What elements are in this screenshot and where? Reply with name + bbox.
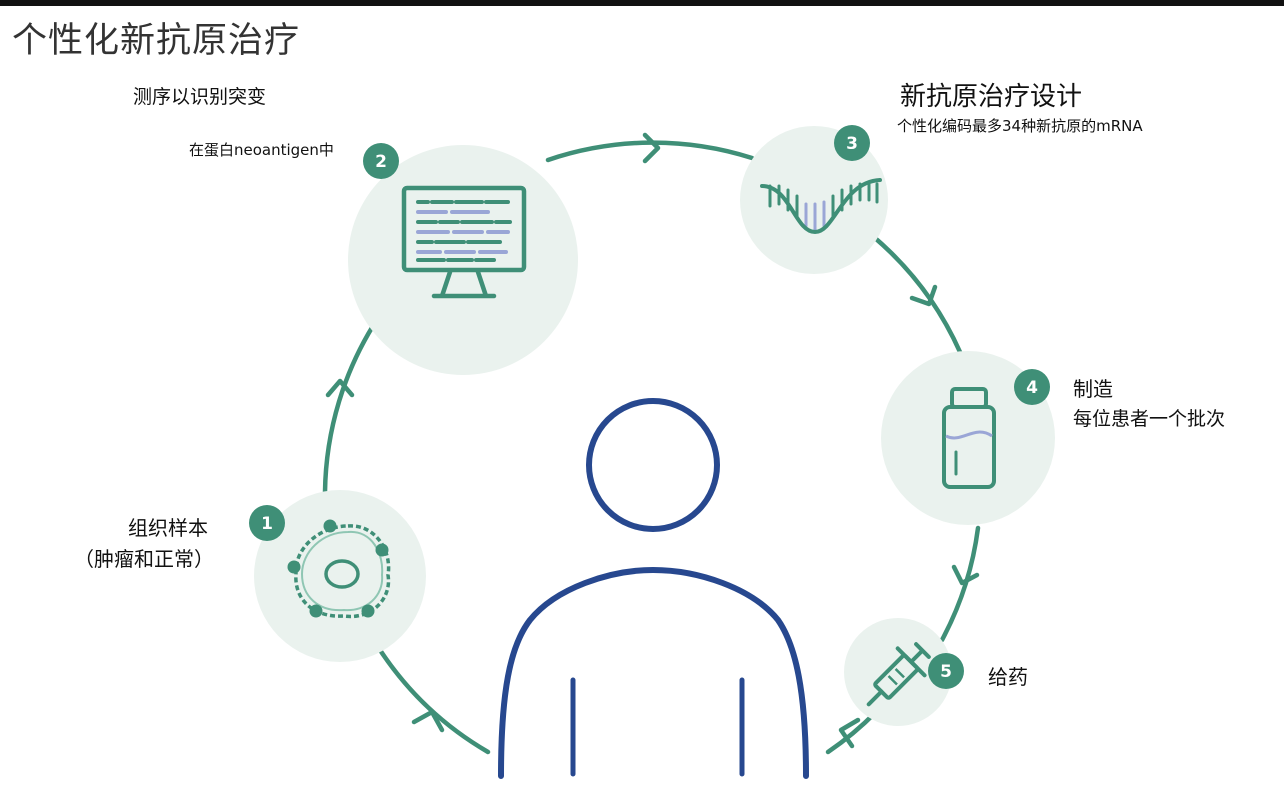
step-3-subtitle: 个性化编码最多34种新抗原的mRNA	[897, 117, 1143, 135]
step-1-subtitle: （肿瘤和正常）	[74, 547, 214, 571]
step-3-number: 3	[846, 134, 858, 154]
mrna-wave-icon	[760, 178, 882, 235]
computer-monitor-icon	[401, 185, 527, 299]
vial-icon	[942, 387, 996, 489]
cell-icon	[287, 519, 391, 619]
arrow-chevron	[838, 717, 861, 749]
arc-4-to-5	[939, 525, 981, 643]
step-1-badge: 1	[249, 505, 285, 541]
flow-arrows	[325, 132, 980, 749]
step-circles	[254, 126, 1055, 726]
step-badges: 1 2 3 4 5	[249, 125, 1050, 689]
step-2-title: 测序以识别突变	[133, 86, 267, 108]
step-3-circle	[740, 126, 888, 274]
step-4-number: 4	[1026, 378, 1038, 398]
person-icon	[498, 398, 809, 779]
arrow-chevron	[642, 132, 661, 164]
step-5-title: 给药	[988, 665, 1028, 689]
step-2-number: 2	[375, 152, 387, 172]
arrow-chevron	[411, 709, 445, 733]
step-1-number: 1	[261, 514, 273, 534]
arc-1-to-2	[322, 315, 381, 495]
arrow-chevron	[325, 378, 355, 398]
step-5-number: 5	[940, 662, 952, 682]
arc-person-to-1	[377, 647, 491, 755]
step-2-subtitle: 在蛋白neoantigen中	[189, 141, 334, 159]
page-title: 个性化新抗原治疗	[12, 21, 301, 61]
step-4-circle	[881, 351, 1055, 525]
step-3-badge: 3	[834, 125, 870, 161]
step-1-title: 组织样本	[128, 516, 208, 540]
step-5-badge: 5	[928, 653, 964, 689]
step-4-subtitle: 每位患者一个批次	[1073, 408, 1226, 430]
step-4-title: 制造	[1073, 377, 1113, 401]
syringe-icon	[866, 642, 931, 707]
top-bar	[0, 0, 1284, 6]
step-4-badge: 4	[1014, 369, 1050, 405]
step-3-title: 新抗原治疗设计	[900, 82, 1083, 112]
arrow-chevron	[909, 284, 938, 307]
arc-3-to-4	[872, 235, 963, 355]
step-2-badge: 2	[363, 143, 399, 179]
step-1-circle	[254, 490, 426, 662]
arrow-chevron	[951, 564, 980, 586]
